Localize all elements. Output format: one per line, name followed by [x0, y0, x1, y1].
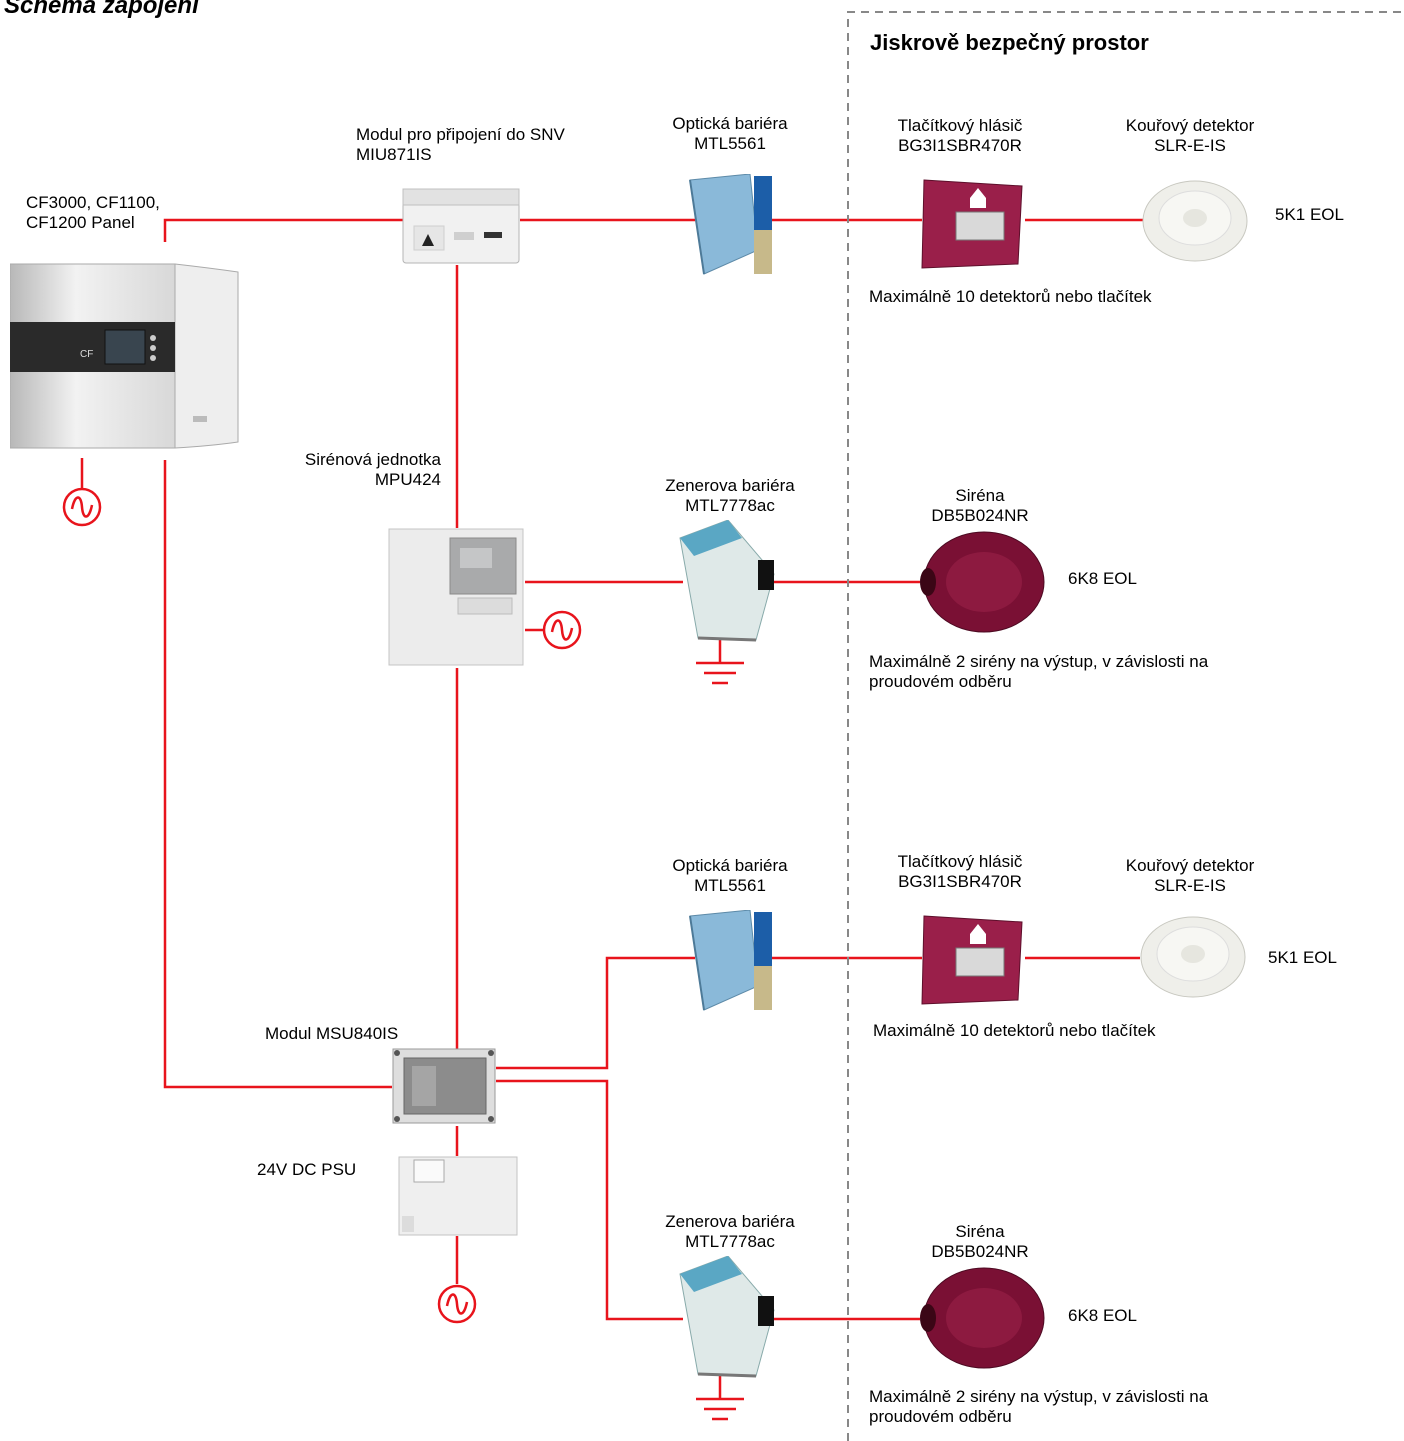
smoke-detector-top-label-line2: SLR-E-IS	[1154, 136, 1226, 155]
ac-source-psu-icon	[437, 1284, 477, 1324]
mpu-siren-unit-label-line1: Sirénová jednotka	[304, 450, 441, 469]
eol-resistor-siren-bot-label: 6K8 EOL	[1068, 1306, 1137, 1325]
max-sirens-top-note-line2: proudovém odběru	[869, 672, 1012, 691]
call-point-top-device	[918, 176, 1028, 272]
fire-panel-label-line2: CF1200 Panel	[26, 213, 135, 232]
optical-barrier-top-label: Optická bariéra MTL5561	[650, 114, 810, 154]
max-sirens-bot-note: Maximálně 2 sirény na výstup, v závislos…	[869, 1387, 1208, 1427]
smoke-detector-bot-device	[1138, 914, 1248, 1000]
msu-module-label: Modul MSU840IS	[265, 1024, 399, 1043]
optical-barrier-bot-label-line1: Optická bariéra	[672, 856, 788, 875]
ac-source-mpu-icon	[542, 610, 582, 650]
zener-barrier-bot-device	[676, 1256, 780, 1380]
call-point-top-label-line1: Tlačítkový hlásič	[897, 116, 1023, 135]
fire-panel-label: CF3000, CF1100, CF1200 Panel	[26, 193, 160, 233]
optical-barrier-top-label-line1: Optická bariéra	[672, 114, 788, 133]
svg-text:CF: CF	[80, 349, 93, 360]
wire-panel-miu	[163, 218, 403, 242]
mpu-siren-unit-label: Sirénová jednotka MPU424	[258, 450, 441, 490]
zener-barrier-top-label-line1: Zenerova bariéra	[665, 476, 795, 495]
miu-module-label-line1: Modul pro připojení do SNV	[356, 125, 565, 144]
siren-top-device	[918, 528, 1048, 636]
siren-bot-label-line1: Siréna	[955, 1222, 1005, 1241]
max-sirens-top-note-line1: Maximálně 2 sirény na výstup, v závislos…	[869, 652, 1209, 671]
siren-bot-label: Siréna DB5B024NR	[900, 1222, 1060, 1262]
max-sirens-top-note: Maximálně 2 sirény na výstup, v závislos…	[869, 652, 1208, 692]
smoke-detector-top-label: Kouřový detektor SLR-E-IS	[1110, 116, 1270, 156]
psu-device	[398, 1156, 520, 1238]
call-point-bot-label: Tlačítkový hlásič BG3I1SBR470R	[880, 852, 1040, 892]
smoke-detector-top-device	[1140, 178, 1250, 264]
siren-top-label-line2: DB5B024NR	[931, 506, 1029, 525]
mpu-siren-unit-label-line2: MPU424	[374, 470, 441, 489]
call-point-bot-label-line1: Tlačítkový hlásič	[897, 852, 1023, 871]
miu-module-label-line2: MIU871IS	[356, 145, 432, 164]
max-sirens-bot-note-line2: proudovém odběru	[869, 1407, 1012, 1426]
safe-zone-title: Jiskrově bezpečný prostor	[870, 30, 1149, 55]
miu-module-device	[402, 188, 522, 266]
call-point-bot-device	[918, 912, 1028, 1008]
smoke-detector-bot-label: Kouřový detektor SLR-E-IS	[1110, 856, 1270, 896]
diagram-title: Schéma zapojení	[4, 0, 199, 19]
eol-resistor-bot-label: 5K1 EOL	[1268, 948, 1337, 967]
zener-barrier-bot-label: Zenerova bariéra MTL7778ac	[650, 1212, 810, 1252]
smoke-detector-bot-label-line2: SLR-E-IS	[1154, 876, 1226, 895]
miu-module-label: Modul pro připojení do SNV MIU871IS	[356, 125, 565, 165]
msu-module-device	[392, 1048, 498, 1126]
optical-barrier-bot-device	[688, 910, 776, 1014]
call-point-top-label: Tlačítkový hlásič BG3I1SBR470R	[880, 116, 1040, 156]
fire-panel-label-line1: CF3000, CF1100,	[26, 193, 160, 212]
fire-panel-device: CF	[10, 262, 242, 450]
optical-barrier-bot-label: Optická bariéra MTL5561	[650, 856, 810, 896]
eol-resistor-siren-top-label: 6K8 EOL	[1068, 569, 1137, 588]
smoke-detector-bot-label-line1: Kouřový detektor	[1125, 856, 1255, 875]
max-detectors-bot-note: Maximálně 10 detektorů nebo tlačítek	[873, 1021, 1156, 1040]
siren-top-label: Siréna DB5B024NR	[900, 486, 1060, 526]
siren-bot-label-line2: DB5B024NR	[931, 1242, 1029, 1261]
smoke-detector-top-label-line1: Kouřový detektor	[1125, 116, 1255, 135]
ground-bot-icon	[696, 1397, 744, 1421]
zener-barrier-top-label-line2: MTL7778ac	[685, 496, 775, 515]
zener-barrier-top-device	[676, 520, 780, 644]
siren-top-label-line1: Siréna	[955, 486, 1005, 505]
psu-label: 24V DC PSU	[257, 1160, 357, 1179]
safe-zone-border	[847, 11, 1404, 1441]
ac-source-panel-icon	[62, 487, 102, 527]
zener-barrier-top-label: Zenerova bariéra MTL7778ac	[650, 476, 810, 516]
zener-barrier-bot-label-line1: Zenerova bariéra	[665, 1212, 795, 1231]
eol-resistor-top-label: 5K1 EOL	[1275, 205, 1344, 224]
max-sirens-bot-note-line1: Maximálně 2 sirény na výstup, v závislos…	[869, 1387, 1209, 1406]
siren-bot-device	[918, 1264, 1048, 1372]
ground-top-icon	[696, 661, 744, 685]
call-point-top-label-line2: BG3I1SBR470R	[898, 136, 1022, 155]
optical-barrier-top-device	[688, 174, 776, 278]
zener-barrier-bot-label-line2: MTL7778ac	[685, 1232, 775, 1251]
max-detectors-top-note: Maximálně 10 detektorů nebo tlačítek	[869, 287, 1152, 306]
mpu-siren-unit-device	[388, 528, 526, 668]
optical-barrier-bot-label-line2: MTL5561	[694, 876, 766, 895]
wire-msu-zener-bot	[496, 1079, 683, 1321]
wire-msu-optical-bot	[496, 956, 695, 1070]
wire-panel-msu	[163, 460, 392, 1089]
call-point-bot-label-line2: BG3I1SBR470R	[898, 872, 1022, 891]
optical-barrier-top-label-line2: MTL5561	[694, 134, 766, 153]
